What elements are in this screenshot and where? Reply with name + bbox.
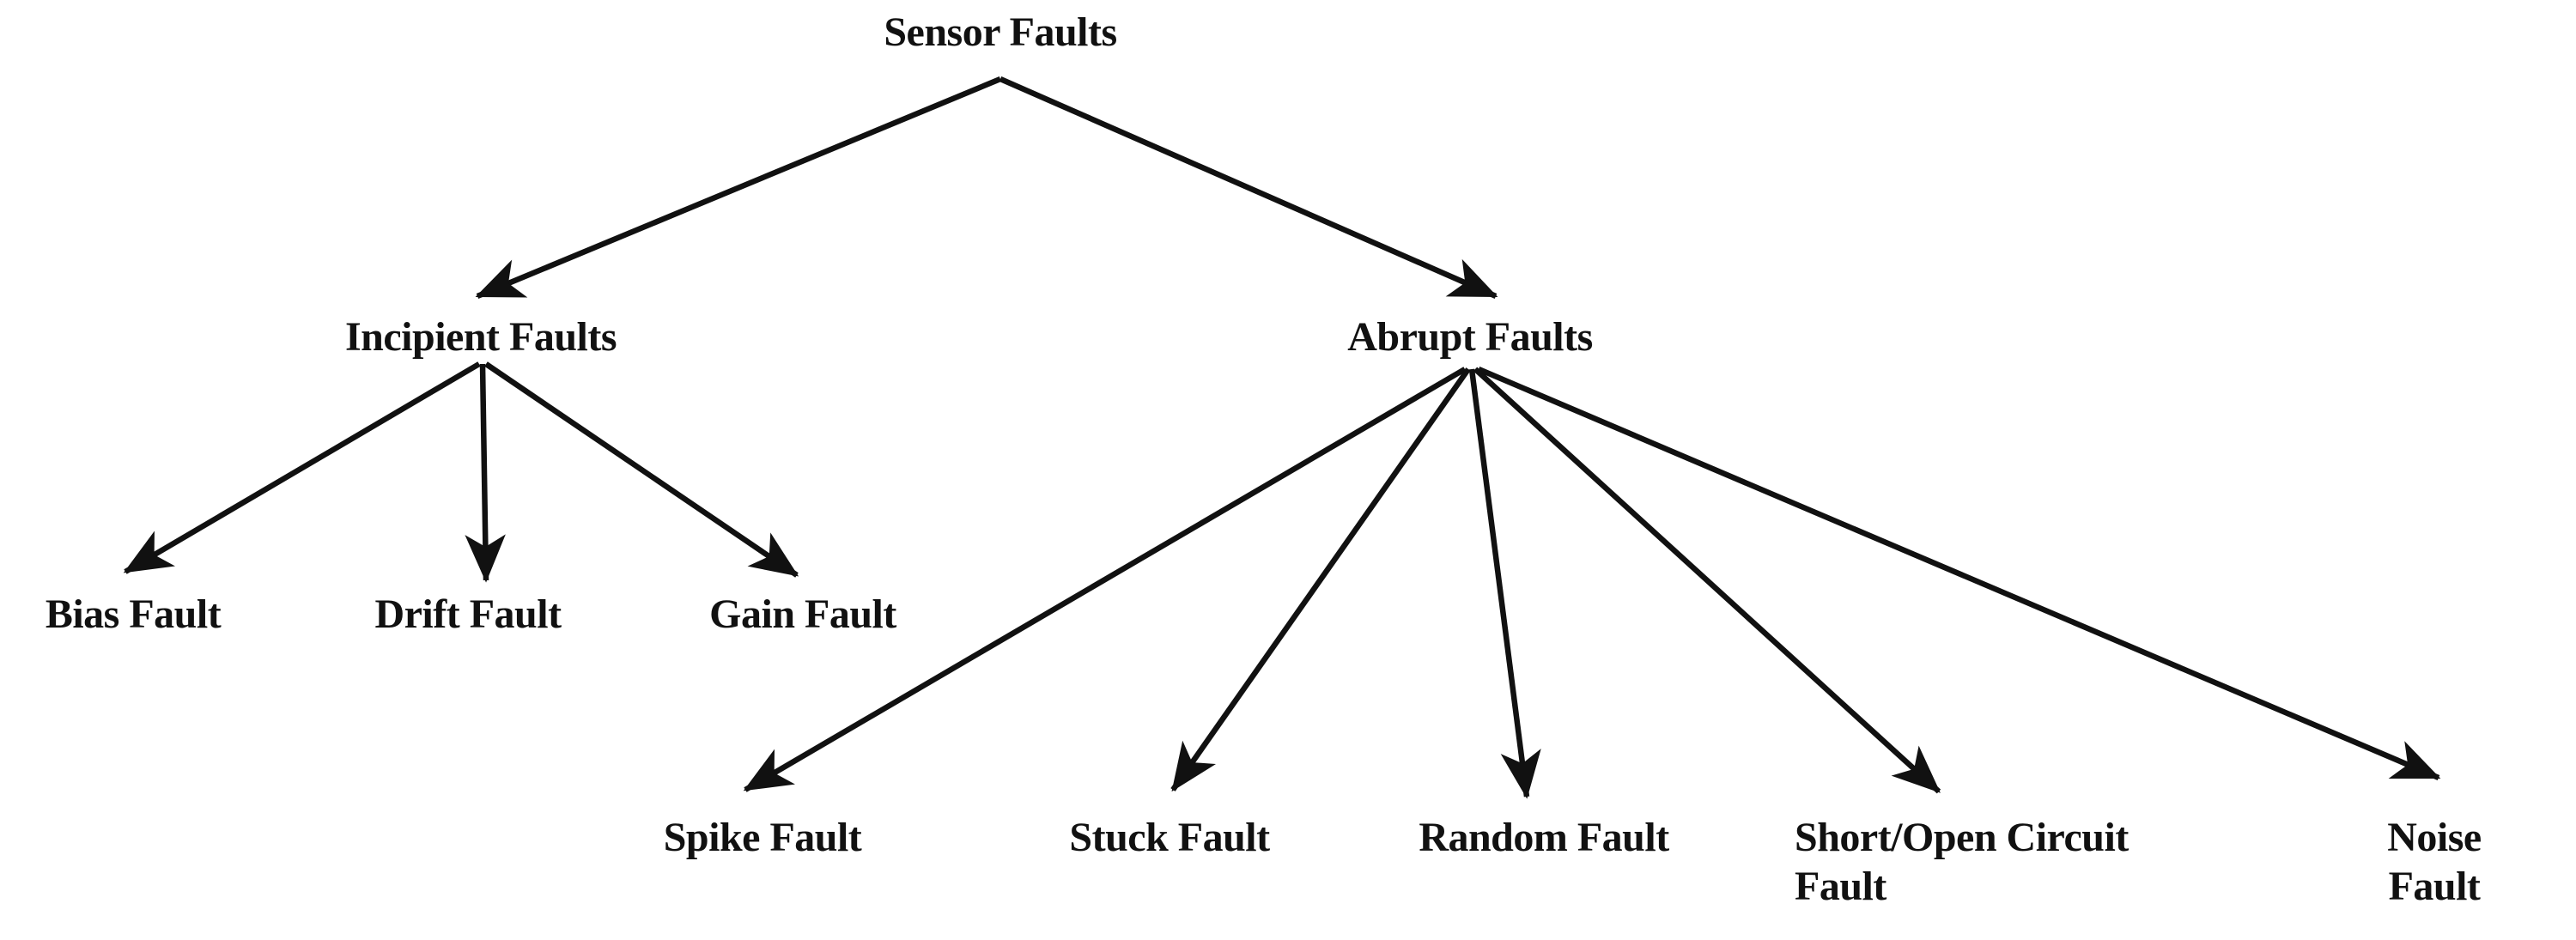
edge-incipient-drift [465, 363, 506, 583]
edge-abrupt-random [1468, 368, 1541, 799]
node-short-open-circuit-fault: Short/Open Circuit Fault [1795, 815, 2129, 909]
edge-abrupt-spike [743, 367, 1467, 792]
node-incipient-faults: Incipient Faults [344, 314, 617, 360]
node-spike-fault: Spike Fault [663, 815, 862, 860]
node-random-fault: Random Fault [1419, 815, 1669, 860]
node-sensor-faults: Sensor Faults [884, 9, 1117, 55]
edge-root-incipient [475, 76, 1002, 300]
edge-incipient-gain [484, 361, 799, 578]
node-gain-fault: Gain Fault [709, 591, 896, 637]
node-bias-fault: Bias Fault [45, 591, 222, 637]
edge-abrupt-stuck [1170, 367, 1471, 792]
edge-abrupt-noise [1477, 367, 2441, 780]
edge-abrupt-short [1473, 367, 1941, 794]
node-noise-fault: Noise Fault [2387, 815, 2482, 909]
node-abrupt-faults: Abrupt Faults [1347, 314, 1593, 360]
node-drift-fault: Drift Fault [374, 591, 562, 637]
edge-root-abrupt [999, 76, 1498, 299]
node-stuck-fault: Stuck Fault [1069, 815, 1270, 860]
edge-incipient-bias [123, 361, 481, 574]
